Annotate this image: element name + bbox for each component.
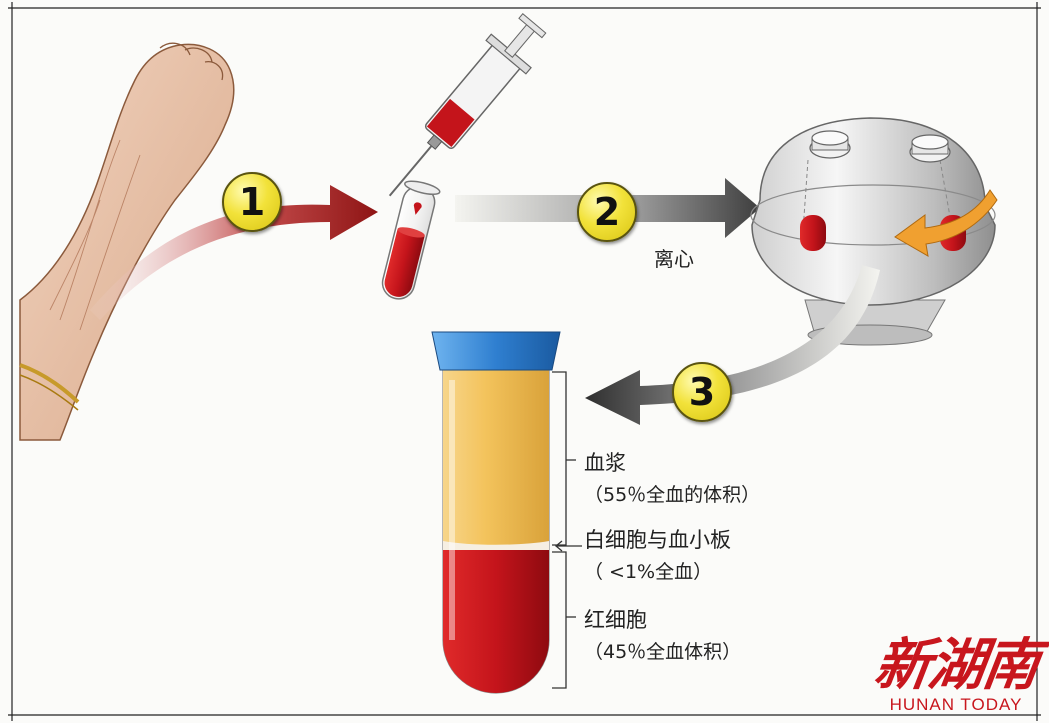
blood-tube-small: [381, 180, 441, 300]
layer-brackets: [552, 371, 582, 689]
arm-illustration: [19, 42, 235, 441]
tube-cap: [431, 331, 561, 371]
plasma-detail: （55％全血的体积）: [584, 484, 761, 506]
rbc-label: 红细胞: [584, 608, 647, 632]
plasma-layer: [443, 370, 549, 548]
logo-chinese: 新湖南: [870, 632, 1042, 698]
centrifuge-illustration: [750, 117, 998, 346]
plasma-label: 血浆: [584, 451, 626, 475]
rbc-layer: [443, 550, 549, 693]
rbc-detail: （45％全血体积）: [584, 641, 742, 663]
step-2-badge: 2: [577, 182, 637, 242]
separated-tube: [431, 331, 561, 694]
buffy-coat-detail: （ <1%全血）: [584, 561, 713, 583]
arrow-3: [585, 265, 880, 425]
centrifuge-label: 离心: [654, 247, 694, 271]
frame-border: [8, 2, 1041, 721]
step-1-badge: 1: [222, 172, 282, 232]
brand-logo: 新湖南 HUNAN TODAY: [870, 632, 1041, 715]
buffy-coat-label: 白细胞与血小板: [584, 528, 731, 552]
logo-english: HUNAN TODAY: [889, 695, 1023, 714]
buffy-coat-layer: [443, 541, 549, 550]
step-3-badge: 3: [672, 362, 732, 422]
arrow-1: [90, 185, 378, 320]
syringe-illustration: [388, 13, 547, 197]
